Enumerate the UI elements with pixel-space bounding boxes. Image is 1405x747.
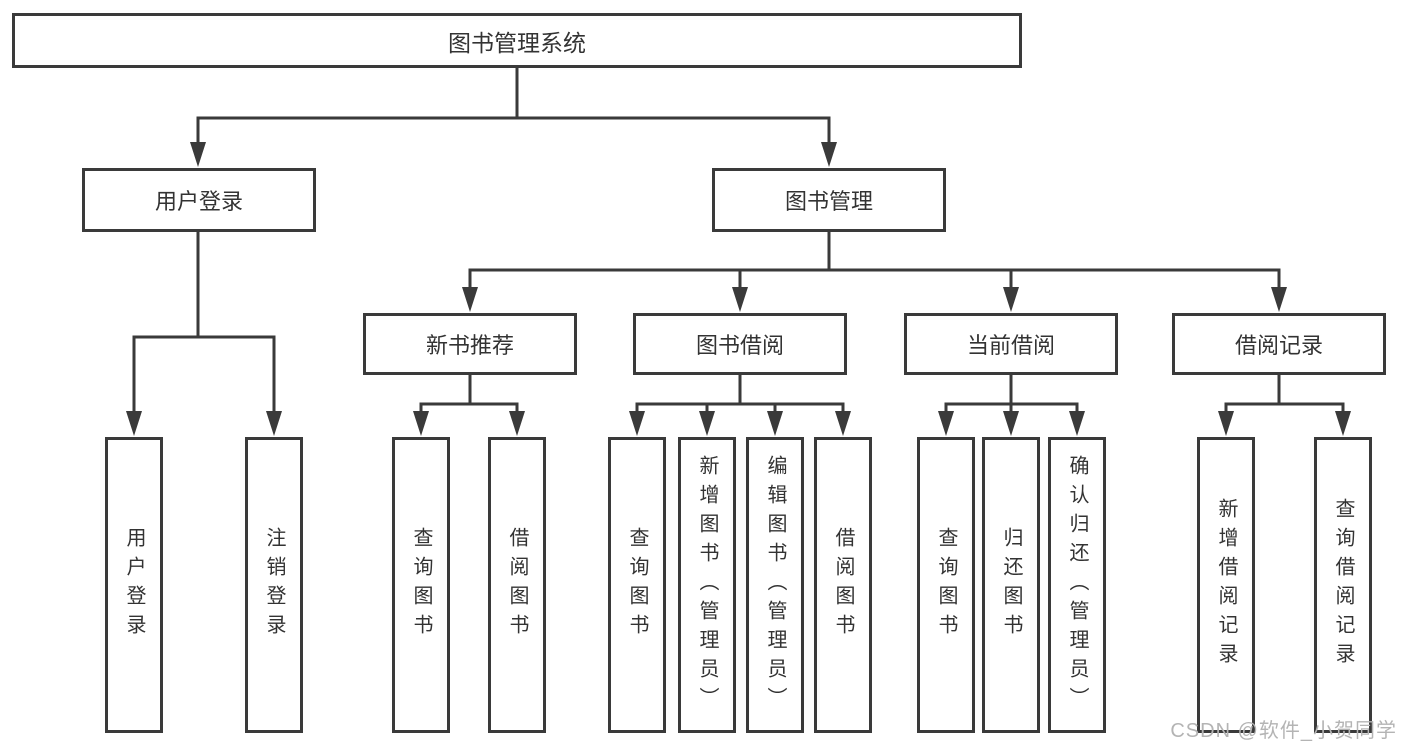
node-new-book-recommend-label: 新书推荐 <box>425 333 514 358</box>
leaf-edit-books-admin: 编辑图书（管理员） <box>746 437 804 733</box>
node-current-borrowing-label: 当前借阅 <box>966 333 1055 358</box>
leaf-logout-login-label: 注销登录 <box>263 527 285 643</box>
leaf-add-books-admin-label: 新增图书（管理员） <box>696 454 718 716</box>
leaf-query-borrow-record: 查询借阅记录 <box>1314 437 1372 733</box>
leaf-borrow-books-recommend-label: 借阅图书 <box>506 527 528 643</box>
leaf-confirm-return-admin-label: 确认归还（管理员） <box>1066 454 1088 716</box>
leaf-confirm-return-admin: 确认归还（管理员） <box>1048 437 1106 733</box>
leaf-user-login-label: 用户登录 <box>123 527 145 643</box>
leaf-borrow-books-recommend: 借阅图书 <box>488 437 546 733</box>
node-borrowing-records-label: 借阅记录 <box>1234 333 1323 358</box>
node-book-borrowing: 图书借阅 <box>633 313 847 375</box>
node-borrowing-records: 借阅记录 <box>1172 313 1386 375</box>
leaf-logout-login: 注销登录 <box>245 437 303 733</box>
leaf-query-books-borrowing: 查询图书 <box>608 437 666 733</box>
leaf-query-books-recommend: 查询图书 <box>392 437 450 733</box>
node-library-system-label: 图书管理系统 <box>448 29 586 56</box>
leaf-return-books-label: 归还图书 <box>1000 527 1022 643</box>
leaf-query-books-borrowing-label: 查询图书 <box>626 527 648 643</box>
leaf-user-login: 用户登录 <box>105 437 163 733</box>
leaf-edit-books-admin-label: 编辑图书（管理员） <box>764 454 786 716</box>
leaf-add-borrow-record-label: 新增借阅记录 <box>1215 498 1237 672</box>
node-library-system: 图书管理系统 <box>12 13 1022 68</box>
leaf-query-borrow-record-label: 查询借阅记录 <box>1332 498 1354 672</box>
node-new-book-recommend: 新书推荐 <box>363 313 577 375</box>
node-book-management-label: 图书管理 <box>784 189 873 214</box>
node-book-borrowing-label: 图书借阅 <box>695 333 784 358</box>
leaf-query-books-current-label: 查询图书 <box>935 527 957 643</box>
leaf-borrow-books-borrowing-label: 借阅图书 <box>832 527 854 643</box>
node-user-login: 用户登录 <box>82 168 316 232</box>
leaf-add-borrow-record: 新增借阅记录 <box>1197 437 1255 733</box>
leaf-query-books-current: 查询图书 <box>917 437 975 733</box>
leaf-return-books: 归还图书 <box>982 437 1040 733</box>
node-book-management: 图书管理 <box>712 168 946 232</box>
node-user-login-label: 用户登录 <box>154 189 243 214</box>
leaf-query-books-recommend-label: 查询图书 <box>410 527 432 643</box>
leaf-borrow-books-borrowing: 借阅图书 <box>814 437 872 733</box>
leaf-add-books-admin: 新增图书（管理员） <box>678 437 736 733</box>
watermark: CSDN @软件_小贺同学 <box>1170 720 1397 742</box>
node-current-borrowing: 当前借阅 <box>904 313 1118 375</box>
